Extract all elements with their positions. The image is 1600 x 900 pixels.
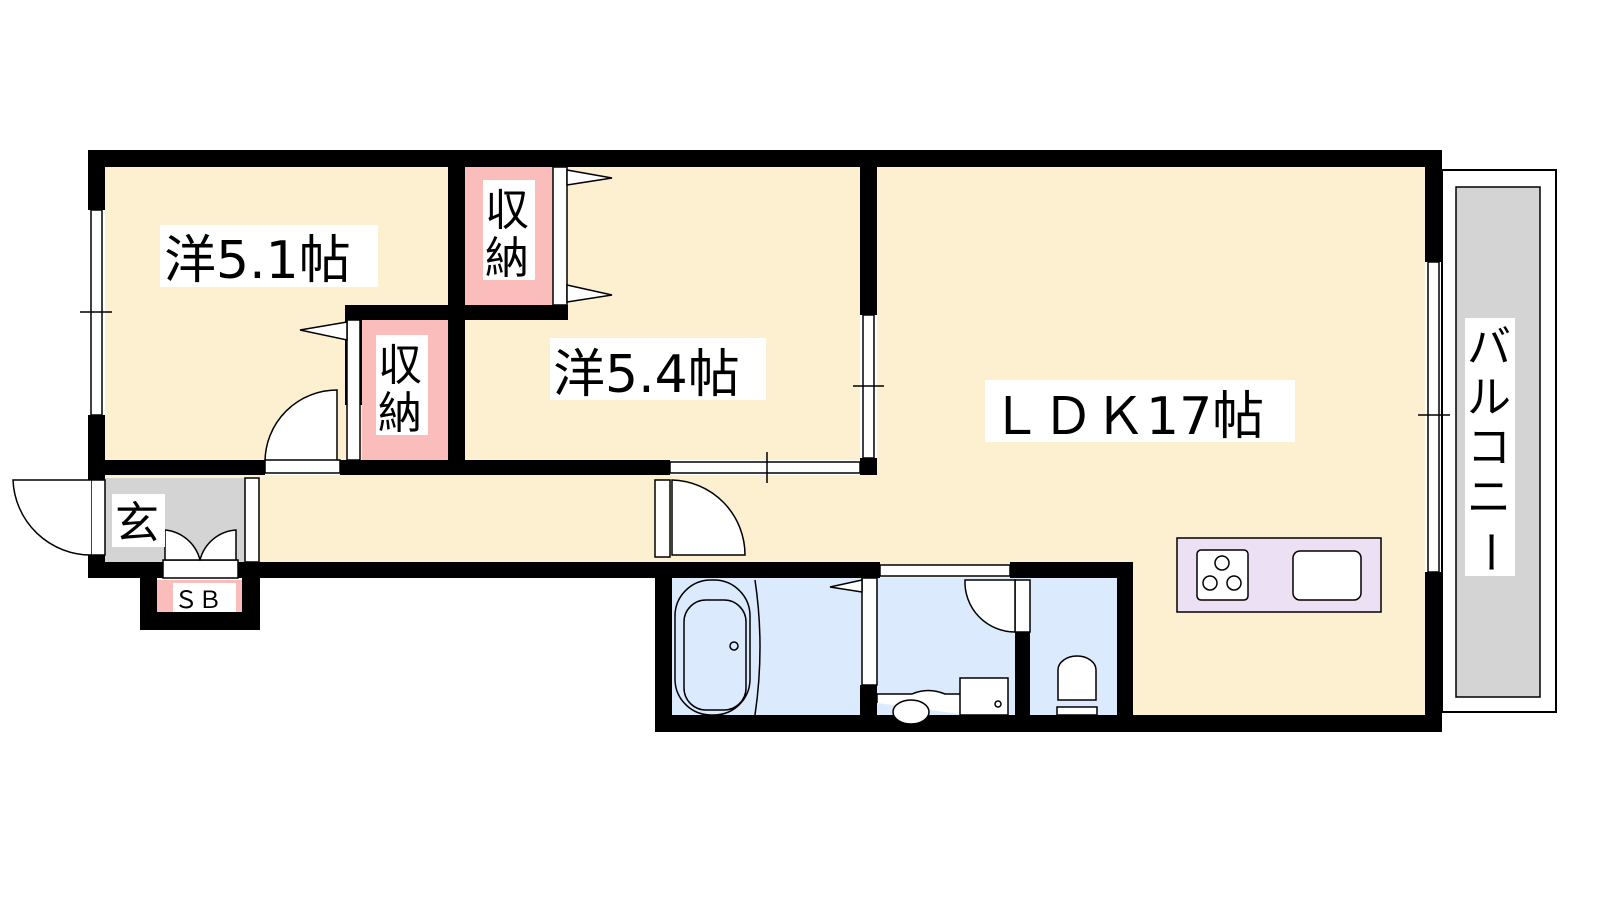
label-storage2-b: 納 bbox=[378, 388, 422, 439]
label-balcony-1: バ bbox=[1467, 322, 1511, 373]
label-balcony-3: コ bbox=[1467, 422, 1511, 473]
front-door-swing bbox=[12, 479, 92, 556]
doors bbox=[12, 166, 1031, 686]
washing-machine bbox=[959, 677, 1009, 716]
label-storage1-a: 収 bbox=[485, 185, 529, 236]
label-balcony-4: ニ bbox=[1467, 472, 1511, 523]
toilet bbox=[1056, 655, 1098, 716]
washbasin bbox=[876, 689, 968, 725]
front-door bbox=[90, 479, 106, 556]
label-western1: 洋5.1帖 bbox=[164, 231, 351, 291]
label-western2: 洋5.4帖 bbox=[553, 345, 740, 405]
western1-door bbox=[264, 389, 338, 463]
label-storage2-a: 収 bbox=[378, 340, 422, 391]
label-balcony-5: ー bbox=[1464, 530, 1515, 574]
label-shoe-box: ＳＢ bbox=[174, 586, 222, 614]
ldk-door bbox=[671, 479, 746, 556]
label-storage1-b: 納 bbox=[485, 233, 529, 284]
bathtub bbox=[674, 579, 761, 716]
sink-icon bbox=[1292, 550, 1362, 601]
walls bbox=[88, 150, 1442, 732]
label-entrance: 玄 bbox=[115, 498, 159, 549]
label-ldk: ＬＤＫ17帖 bbox=[990, 387, 1264, 447]
label-balcony-2: ル bbox=[1467, 372, 1511, 423]
kitchen-counter bbox=[1176, 537, 1382, 613]
stove-icon bbox=[1196, 549, 1249, 601]
windows bbox=[80, 209, 1450, 577]
